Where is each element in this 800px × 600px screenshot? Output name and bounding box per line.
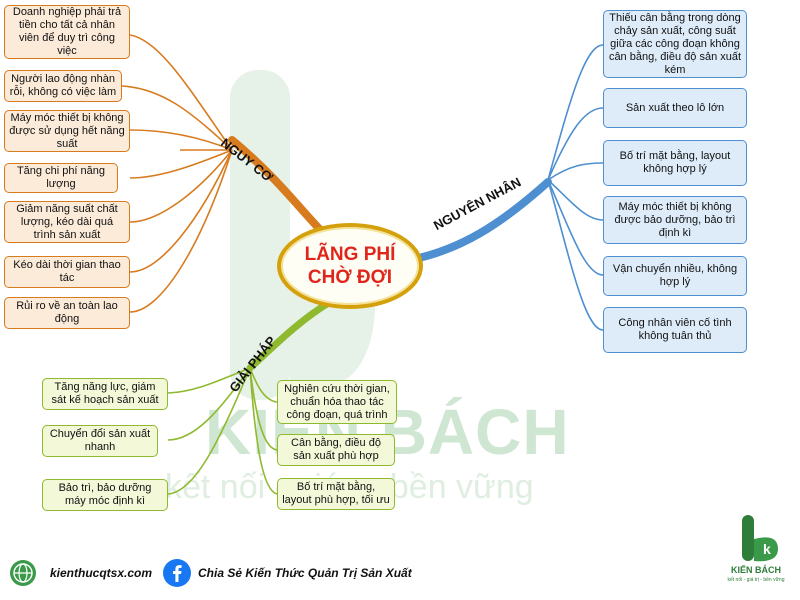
website-link[interactable]: kienthucqtsx.com (50, 566, 153, 580)
solution-item: Tăng năng lực, giám sát kế hoạch sản xuấ… (42, 378, 168, 410)
risk-item: Tăng chi phí năng lượng (4, 163, 118, 193)
cause-item: Máy móc thiết bị không được bảo dưỡng, b… (603, 196, 747, 244)
risk-item: Doanh nghiệp phải trả tiền cho tất cả nh… (4, 5, 130, 59)
solution-item: Bố trí mặt bằng, layout phù hợp, tối ưu (277, 478, 395, 510)
logo-tagline: kết nối - giá trị - bền vững (727, 577, 785, 583)
globe-icon (10, 560, 36, 586)
solution-item: Bảo trì, bảo dưỡng máy móc định kì (42, 479, 168, 511)
risk-item: Người lao động nhàn rỗi, không có việc l… (4, 70, 122, 102)
solution-item: Cân bằng, điều độ sản xuất phù hợp (277, 434, 395, 466)
cause-item: Công nhân viên cố tình không tuân thủ (603, 307, 747, 353)
cause-item: Vận chuyển nhiều, không hợp lý (603, 256, 747, 296)
central-topic-line1: LÃNG PHÍ (304, 244, 396, 265)
cause-item: Thiếu cân bằng trong dòng chảy sản xuất,… (603, 10, 747, 78)
svg-text:k: k (763, 541, 771, 557)
central-topic-line2: CHỜ ĐỢI (307, 267, 393, 288)
central-topic: LÃNG PHÍ CHỜ ĐỢI (277, 223, 423, 309)
logo-brand-name: KIẾN BÁCH (730, 565, 781, 575)
risk-item: Kéo dài thời gian thao tác (4, 256, 130, 288)
facebook-icon[interactable] (162, 558, 192, 588)
solution-item: Chuyển đổi sản xuất nhanh (42, 425, 158, 457)
cause-item: Bố trí mặt bằng, layout không hợp lý (603, 140, 747, 186)
facebook-page-link[interactable]: Chia Sẻ Kiến Thức Quản Trị Sản Xuất (198, 566, 412, 580)
solution-item: Nghiên cứu thời gian, chuẩn hóa thao tác… (277, 380, 397, 424)
cause-item: Sản xuất theo lô lớn (603, 88, 747, 128)
kien-bach-logo: k (742, 515, 778, 562)
risk-item: Giảm năng suất chất lượng, kéo dài quá t… (4, 201, 130, 243)
risk-item: Rủi ro về an toàn lao động (4, 297, 130, 329)
risk-item: Máy móc thiết bị không được sử dụng hết … (4, 110, 130, 152)
